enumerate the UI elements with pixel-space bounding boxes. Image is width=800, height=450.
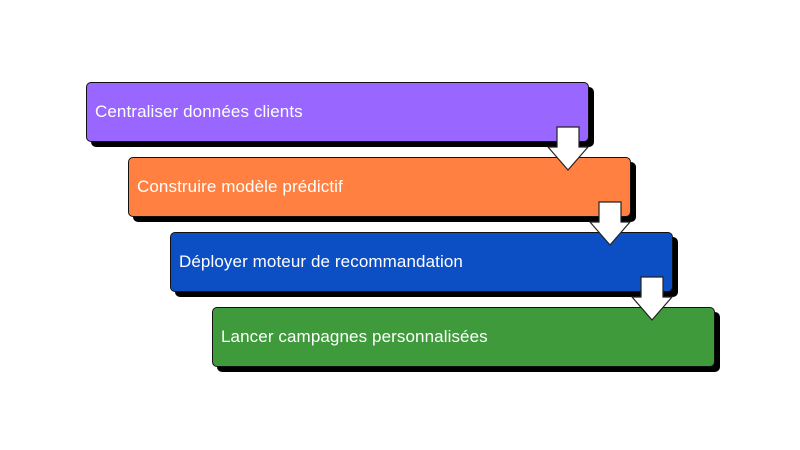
step-box-2: Construire modèle prédictif (128, 157, 631, 217)
down-arrow-icon (588, 201, 632, 246)
step-box-4: Lancer campagnes personnalisées (212, 307, 715, 367)
down-arrow-icon (546, 126, 590, 171)
step-label-2: Construire modèle prédictif (137, 177, 343, 196)
step-box-1: Centraliser données clients (86, 82, 589, 142)
step-label-1: Centraliser données clients (95, 102, 303, 121)
step-label-4: Lancer campagnes personnalisées (221, 327, 488, 346)
step-box-3: Déployer moteur de recommandation (170, 232, 673, 292)
step-label-3: Déployer moteur de recommandation (179, 252, 463, 271)
down-arrow-icon (630, 276, 674, 321)
